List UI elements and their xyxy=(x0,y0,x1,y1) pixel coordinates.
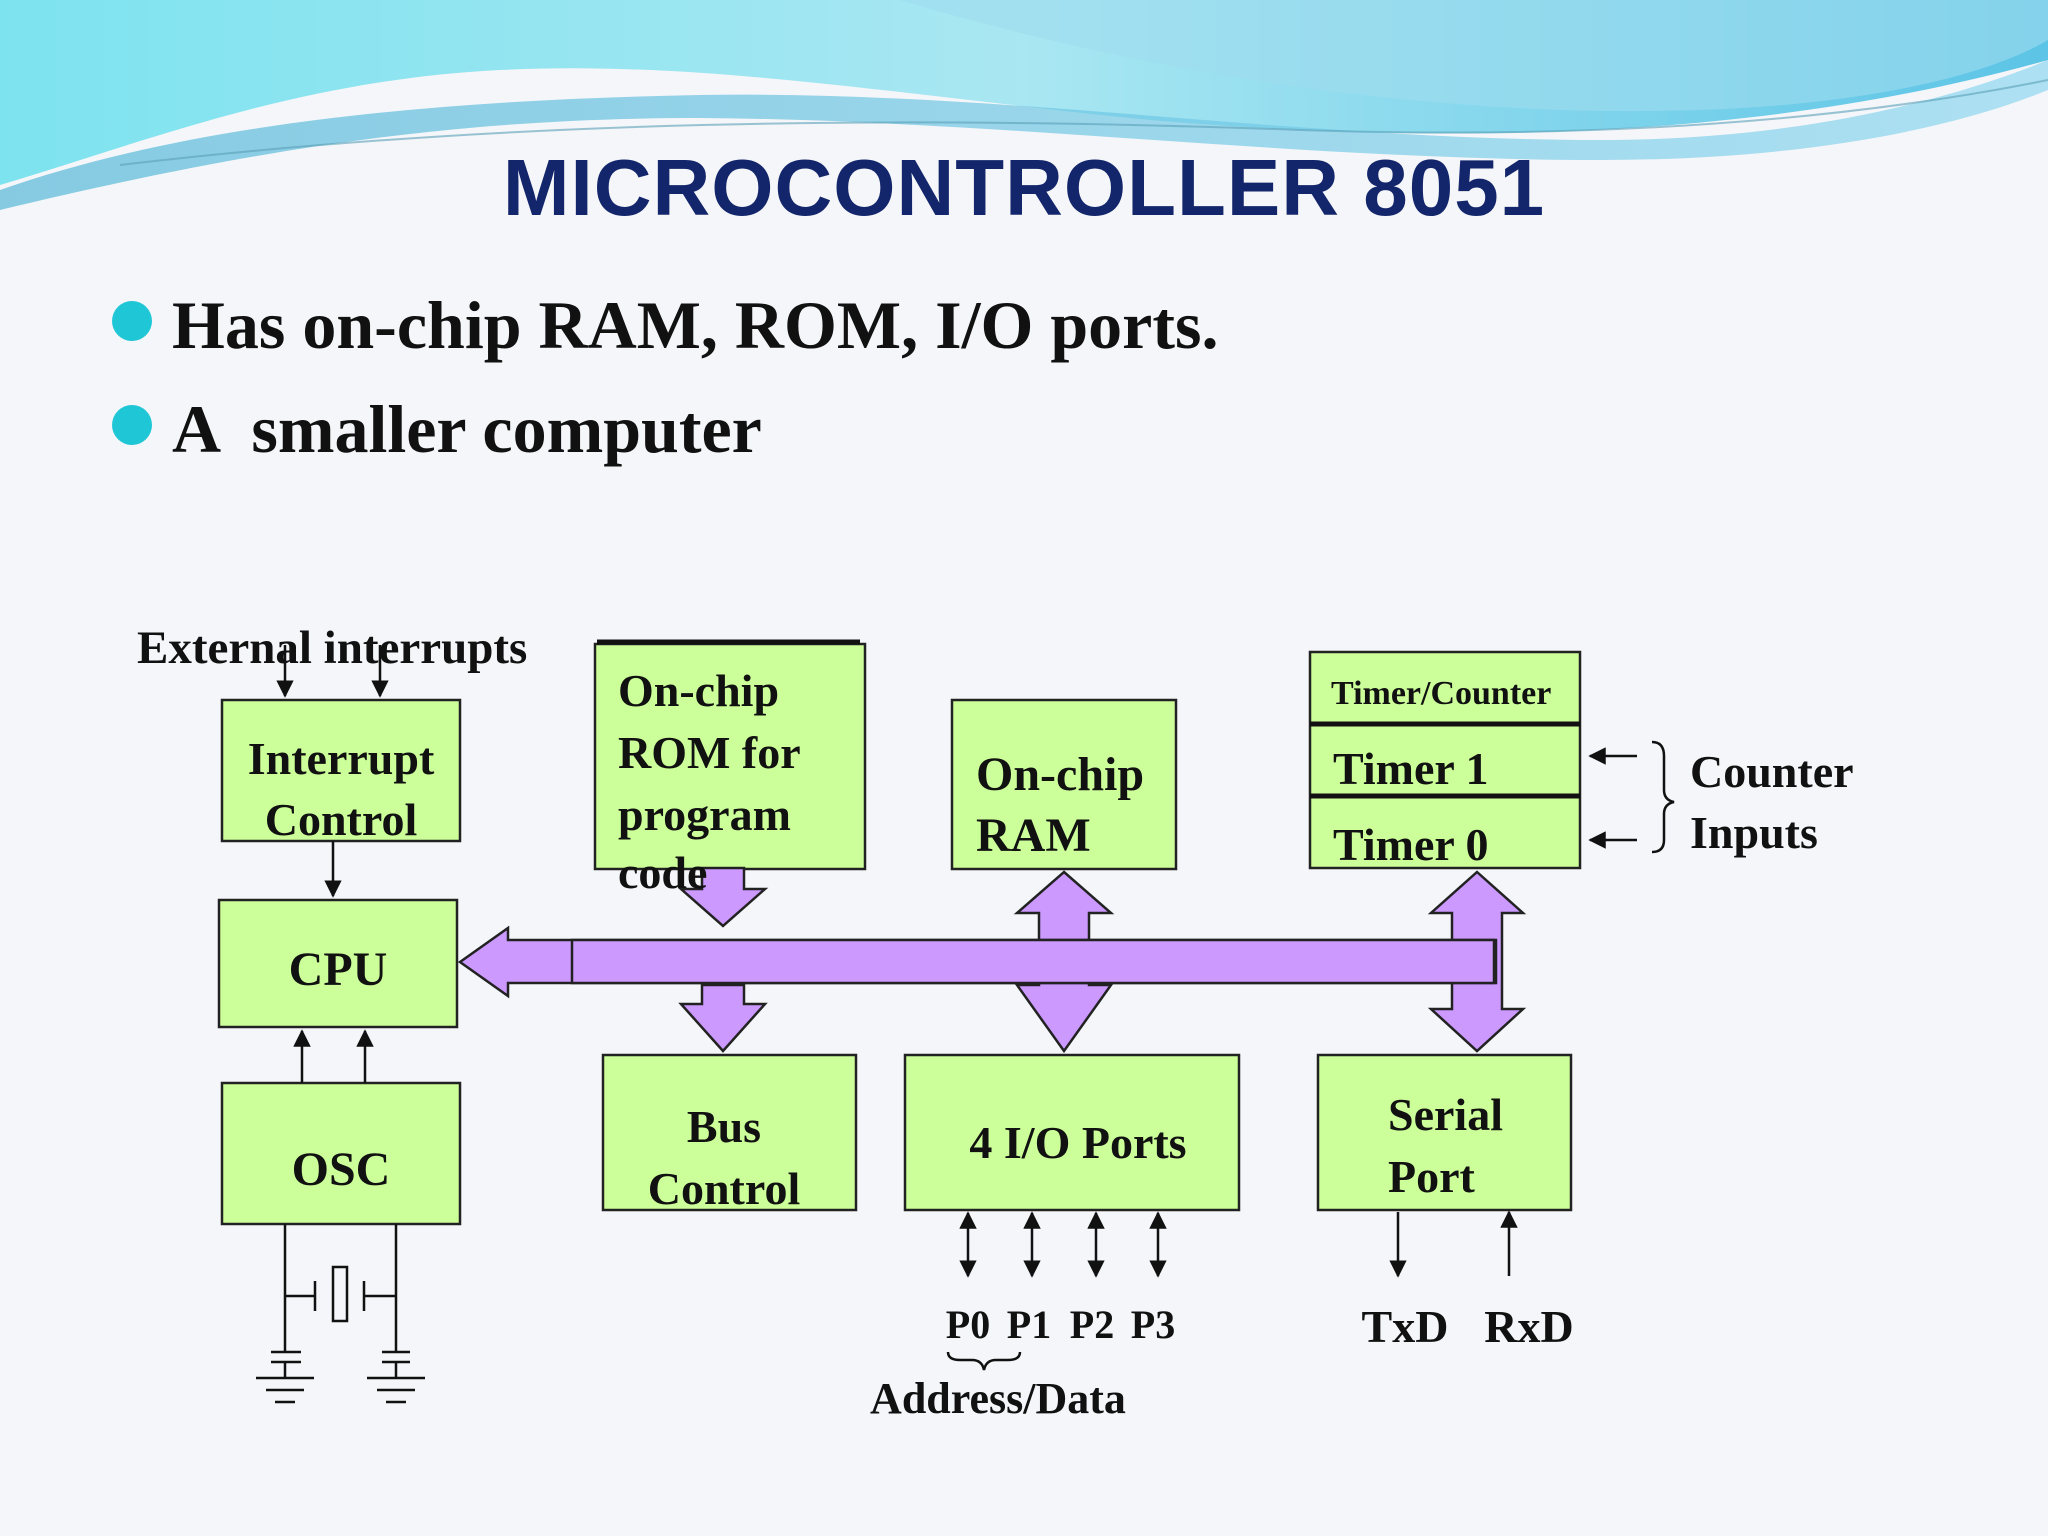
osc-box xyxy=(220,1081,462,1226)
address-data-label: Address/Data xyxy=(870,1374,1126,1423)
timer1-label: Timer 1 xyxy=(1333,743,1488,794)
port-label-p0: P0 xyxy=(946,1302,990,1347)
serial-port-label: Serial xyxy=(1388,1089,1503,1140)
port-label-p3: P3 xyxy=(1131,1302,1175,1347)
bullet-list: Has on-chip RAM, ROM, I/O ports. A small… xyxy=(110,285,1218,493)
ram-box xyxy=(950,698,1178,871)
cpu-box xyxy=(217,898,459,1029)
port-label-p2: P2 xyxy=(1070,1302,1114,1347)
interrupt-control-label: Control xyxy=(265,794,418,845)
bullet-dot-icon xyxy=(112,405,152,445)
rxd-label: RxD xyxy=(1484,1301,1573,1352)
bullet-text: Has on-chip RAM, ROM, I/O ports. xyxy=(172,287,1219,363)
interrupt-control-box xyxy=(220,698,462,843)
serial-port-box xyxy=(1316,1053,1573,1212)
bus-control-box xyxy=(601,1053,858,1212)
counter-inputs-label: Counter xyxy=(1690,746,1854,797)
io-ports-box xyxy=(903,1053,1241,1212)
rom-bus-arrow xyxy=(677,866,769,928)
rom-label: On-chip xyxy=(618,665,779,716)
ram-label: On-chip xyxy=(976,748,1144,801)
rom-label: ROM for xyxy=(618,727,801,778)
cpu-label: CPU xyxy=(289,943,388,996)
bus-control-label: Control xyxy=(648,1163,801,1214)
rom-label: program xyxy=(618,789,791,840)
interrupt-control-label: Interrupt xyxy=(248,733,435,784)
ram-label: RAM xyxy=(976,809,1091,862)
bus-control-label: Bus xyxy=(687,1101,761,1152)
counter-inputs-label: Inputs xyxy=(1690,807,1818,858)
timer0-label: Timer 0 xyxy=(1333,819,1488,870)
timer-counter-label: Timer/Counter xyxy=(1331,675,1551,712)
slide-title: MICROCONTROLLER 8051 xyxy=(502,143,1546,232)
rom-label: code xyxy=(618,847,707,898)
bus-control-arrow xyxy=(678,983,768,1053)
bullet-text: A smaller computer xyxy=(172,391,762,467)
bullet-dot-icon xyxy=(112,301,152,341)
timer-counter-box xyxy=(1308,650,1582,870)
bullet-item: Has on-chip RAM, ROM, I/O ports. xyxy=(110,285,1218,389)
port-label-p1: P1 xyxy=(1007,1302,1051,1347)
osc-label: OSC xyxy=(292,1143,391,1196)
bullet-item: A smaller computer xyxy=(110,389,1218,493)
io-ports-label: 4 I/O Ports xyxy=(969,1117,1186,1168)
system-bus xyxy=(570,938,1496,985)
serial-port-label: Port xyxy=(1388,1151,1476,1202)
crystal-oscillator-circuit xyxy=(256,1224,425,1404)
txd-label: TxD xyxy=(1362,1301,1449,1352)
external-interrupts-label: External interrupts xyxy=(137,622,527,674)
